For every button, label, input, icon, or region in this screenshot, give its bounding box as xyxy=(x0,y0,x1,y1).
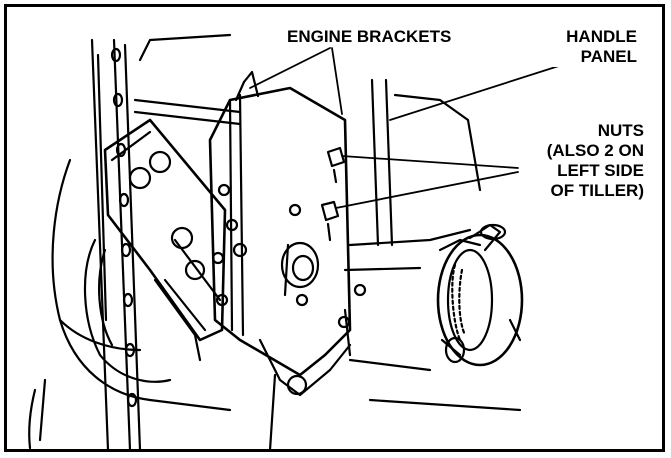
label-handle-panel-line2: PANEL xyxy=(580,47,637,66)
side-plate xyxy=(103,118,227,362)
label-engine-brackets: ENGINE BRACKETS xyxy=(287,27,452,47)
label-nuts-line2: (ALSO 2 ON xyxy=(546,141,644,160)
label-handle-panel: HANDLE PANEL xyxy=(549,27,637,67)
frame-rails xyxy=(90,38,242,452)
label-handle-panel-line1: HANDLE xyxy=(566,27,637,46)
engine-housing xyxy=(28,33,232,450)
label-nuts-line1: NUTS xyxy=(597,121,644,140)
handle-panel xyxy=(343,78,522,412)
leader-lines xyxy=(249,47,566,209)
engine-brackets xyxy=(208,70,352,452)
wheel-hub xyxy=(436,223,524,367)
label-nuts: NUTS (ALSO 2 ON LEFT SIDE OF TILLER) xyxy=(520,121,644,201)
label-nuts-line3: LEFT SIDE xyxy=(557,161,644,180)
nuts xyxy=(320,146,346,242)
label-nuts-line4: OF TILLER) xyxy=(550,181,644,200)
figure-border xyxy=(4,4,665,452)
